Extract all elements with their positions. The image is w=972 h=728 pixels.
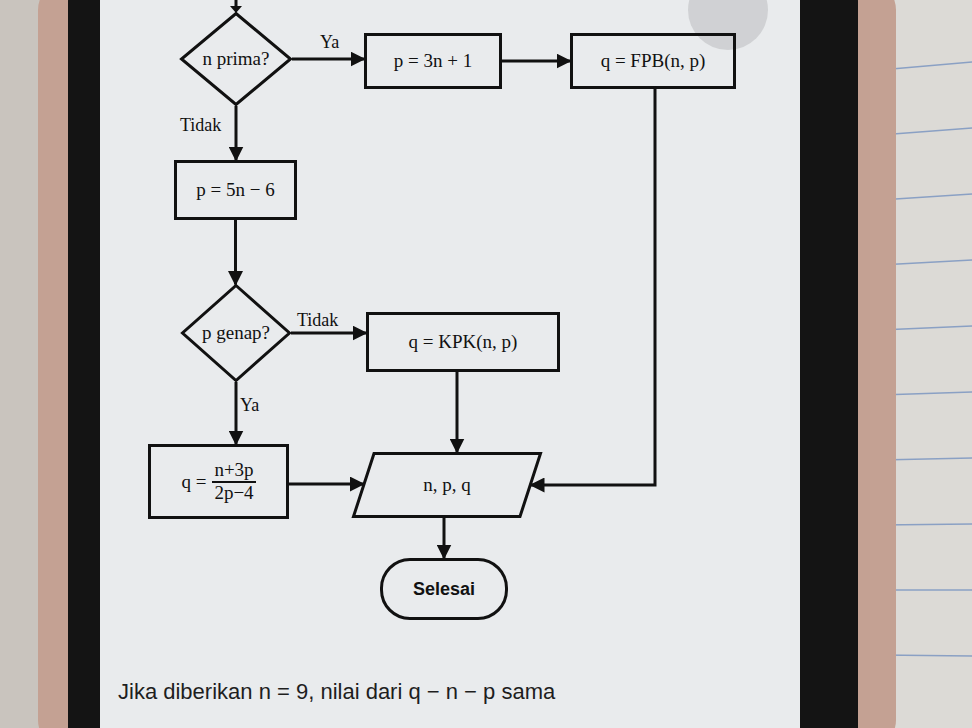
decision-diamond: n prima?: [180, 12, 292, 106]
node-text: q =: [181, 471, 206, 493]
node-text: q = FPB(n, p): [601, 50, 706, 72]
flow-arrow: [235, 106, 238, 160]
edge-label: Tidak: [297, 310, 338, 331]
flow-arrow: [235, 382, 238, 444]
terminator: Selesai: [380, 558, 508, 620]
decision-diamond: p genap?: [181, 284, 291, 382]
phone-bezel: [68, 0, 858, 728]
flow-arrow: [502, 60, 570, 63]
edge-label: Ya: [320, 32, 339, 53]
flow-arrow: [292, 58, 364, 61]
phone-screen: [100, 0, 800, 728]
edge-label: Tidak: [180, 115, 221, 136]
node-text: p = 3n + 1: [394, 50, 472, 72]
edge-label: Ya: [240, 395, 259, 416]
phone-case: [38, 0, 896, 728]
flow-arrow: [291, 332, 366, 335]
fraction-numerator: n+3p: [212, 460, 255, 483]
flow-arrow: [456, 372, 459, 452]
node-text: n prima?: [202, 48, 269, 70]
output-parallelogram: n, p, q: [352, 452, 542, 518]
process-box: p = 3n + 1: [364, 33, 502, 89]
fraction-denominator: 2p−4: [212, 483, 255, 504]
node-text: q = KPK(n, p): [409, 331, 518, 353]
node-text: p genap?: [202, 322, 270, 344]
question-text: Jika diberikan n = 9, nilai dari q − n −…: [118, 679, 555, 705]
screen-glare: [688, 0, 768, 50]
process-box: q = FPB(n, p): [570, 33, 736, 89]
node-text: Selesai: [413, 579, 475, 600]
flow-arrow: [234, 220, 237, 284]
node-text: p = 5n − 6: [196, 179, 274, 201]
process-box: q = KPK(n, p): [366, 312, 560, 372]
process-box: q = n+3p2p−4: [148, 444, 289, 519]
fraction: n+3p2p−4: [212, 460, 255, 504]
flow-arrow: [289, 483, 363, 486]
flow-arrow: [531, 89, 655, 485]
process-box: p = 5n − 6: [174, 160, 297, 220]
flow-arrow: [443, 518, 446, 558]
node-text: n, p, q: [423, 474, 471, 496]
